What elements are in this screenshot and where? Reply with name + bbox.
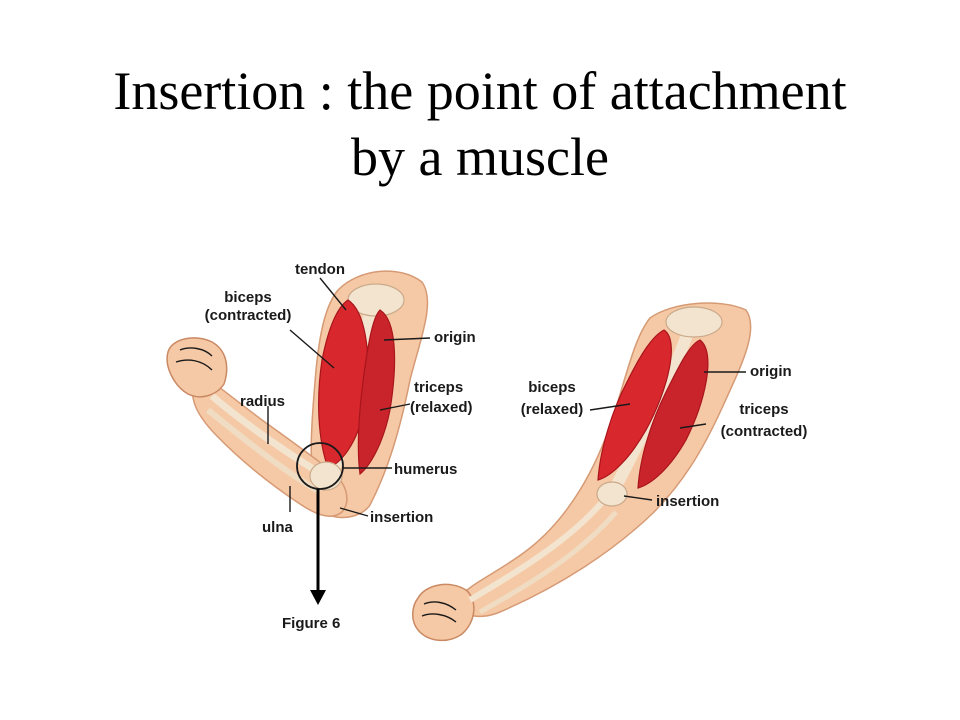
label-right-insertion: insertion xyxy=(656,493,719,510)
label-triceps-relaxed-2: (relaxed) xyxy=(410,399,473,416)
left-origin-leader xyxy=(383,337,431,341)
left-tendon-leader xyxy=(319,277,347,311)
right-elbow-joint xyxy=(596,481,628,507)
label-triceps-contracted-1: triceps xyxy=(739,401,788,418)
label-triceps-contracted-2: (contracted) xyxy=(721,423,808,440)
right-triceps-leader xyxy=(679,423,707,429)
label-radius: radius xyxy=(240,393,285,410)
label-biceps-relaxed-2: (relaxed) xyxy=(521,401,584,418)
label-biceps-contracted-1: biceps xyxy=(224,289,272,306)
slide-title: Insertion : the point of attachment by a… xyxy=(0,58,960,190)
label-right-origin: origin xyxy=(750,363,792,380)
left-elbow-joint xyxy=(309,461,343,491)
left-triceps-muscle xyxy=(357,309,396,476)
label-left-origin: origin xyxy=(434,329,476,346)
left-biceps-leader xyxy=(289,329,335,369)
label-biceps-contracted-2: (contracted) xyxy=(205,307,292,324)
left-triceps-leader xyxy=(379,403,411,411)
insertion-highlight-circle xyxy=(296,442,344,490)
label-figure-6: Figure 6 xyxy=(282,615,340,632)
label-ulna: ulna xyxy=(262,519,293,536)
left-arm-illustration xyxy=(166,270,429,605)
right-radius-bone xyxy=(468,498,607,603)
right-insertion-leader xyxy=(623,495,653,501)
right-triceps-muscle xyxy=(637,339,709,489)
left-radius-bone xyxy=(209,393,320,475)
right-biceps-muscle xyxy=(597,329,672,481)
label-humerus: humerus xyxy=(394,461,457,478)
left-insertion-leader xyxy=(339,507,369,517)
left-fist xyxy=(166,337,228,398)
label-left-insertion: insertion xyxy=(370,509,433,526)
figure-arrow-head xyxy=(310,590,326,605)
label-biceps-relaxed-1: biceps xyxy=(528,379,576,396)
right-ulna-bone xyxy=(478,510,618,615)
label-triceps-relaxed-1: triceps xyxy=(414,379,463,396)
right-biceps-leader xyxy=(589,403,631,411)
title-line-1: Insertion : the point of attachment xyxy=(113,61,847,121)
title-line-2: by a muscle xyxy=(351,127,609,187)
right-shoulder-joint xyxy=(665,306,723,338)
right-arm-illustration xyxy=(412,302,752,642)
label-tendon: tendon xyxy=(295,261,345,278)
right-fist xyxy=(412,583,475,642)
